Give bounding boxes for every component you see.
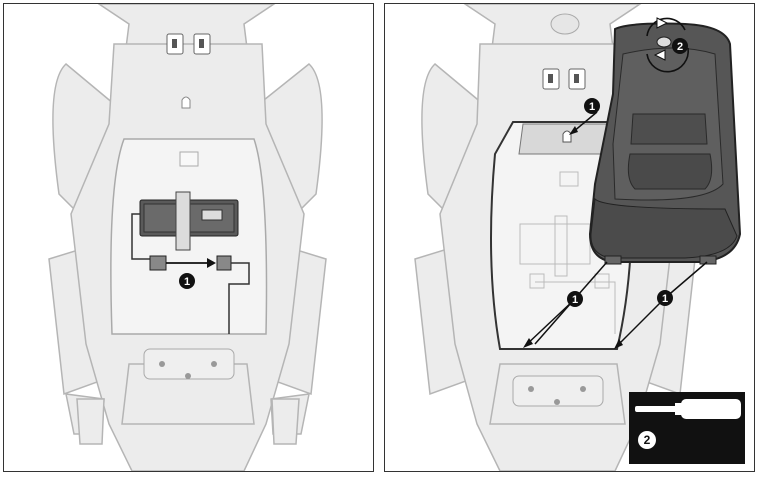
tool-box: 2 <box>629 392 745 464</box>
seat <box>588 22 742 265</box>
callout-1-tab-left: 1 <box>523 261 608 348</box>
rear-bumper-detail <box>512 375 604 407</box>
figure-panel-seat-removal: 2 1 1 1 <box>384 3 755 472</box>
svg-text:2: 2 <box>644 433 651 447</box>
svg-text:1: 1 <box>184 276 190 288</box>
dash-switches <box>166 33 211 55</box>
svg-text:1: 1 <box>572 294 578 306</box>
seat-latch <box>181 96 191 109</box>
svg-text:1: 1 <box>589 101 595 113</box>
callout-1-tab-right: 1 <box>614 261 708 349</box>
figure-panel-disconnect: 1 <box>3 3 374 472</box>
seat-latch <box>562 130 572 143</box>
rotate-bolt-icon <box>646 17 690 73</box>
svg-text:1: 1 <box>662 293 668 305</box>
callout-1-latch: 1 <box>569 98 600 135</box>
dash-switches <box>542 13 586 90</box>
callout-2-rotate: 2 <box>672 38 688 54</box>
wire-connector <box>149 255 250 334</box>
callout-1-disconnect: 1 <box>179 273 195 289</box>
svg-text:2: 2 <box>677 41 683 53</box>
vehicle-top-view-right: 2 1 1 1 <box>414 4 745 471</box>
compartment-details <box>519 171 616 334</box>
screwdriver-icon <box>635 399 741 419</box>
rear-bumper-detail <box>143 348 235 380</box>
vehicle-top-view-left: 1 <box>48 4 327 471</box>
battery-module <box>131 191 239 260</box>
